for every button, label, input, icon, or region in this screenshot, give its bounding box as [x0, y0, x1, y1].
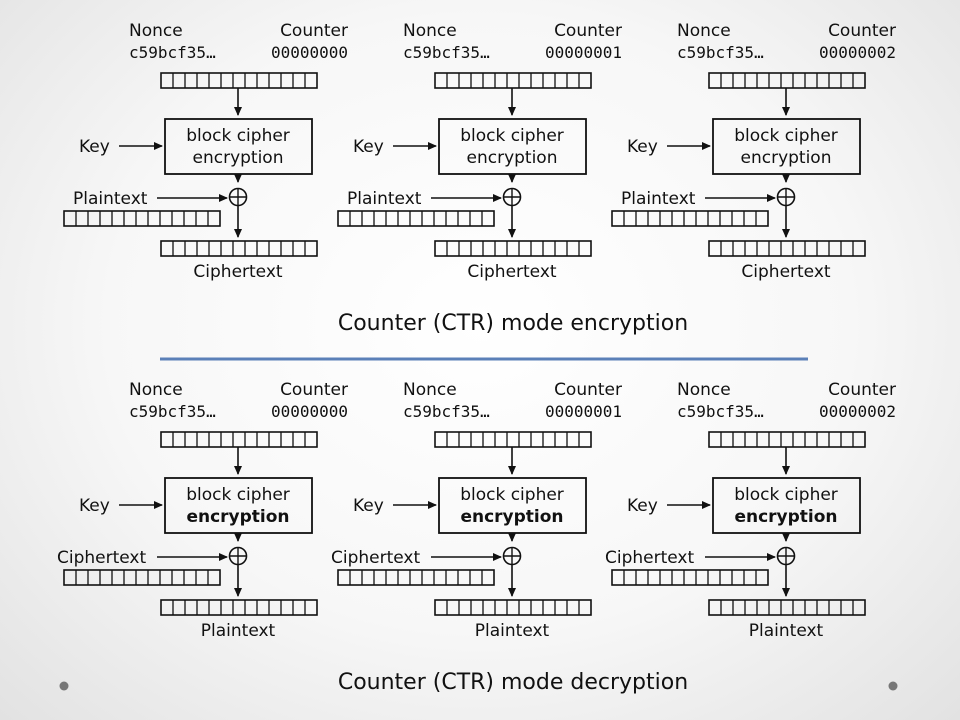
- key-label: Key: [627, 137, 658, 157]
- ciphertext-input-label: Ciphertext: [331, 548, 420, 568]
- counter-value: 00000002: [819, 402, 896, 421]
- nonce-counter-register: [160, 431, 318, 448]
- ctr-block: Nonce Counter c59bcf35… 00000000 block ciphe…: [57, 380, 348, 641]
- nonce-label: Nonce: [129, 380, 183, 400]
- cipher-label-line2: encryption: [460, 507, 563, 527]
- nonce-value: c59bcf35…: [677, 43, 764, 62]
- plaintext-output-label: Plaintext: [475, 621, 550, 641]
- key-label: Key: [353, 137, 384, 157]
- plaintext-output-label: Plaintext: [749, 621, 824, 641]
- nonce-value: c59bcf35…: [129, 402, 216, 421]
- ctr-block: Nonce Counter c59bcf35… 00000001 block ciphe…: [331, 380, 622, 641]
- counter-label: Counter: [280, 21, 348, 41]
- cipher-label-line1: block cipher: [186, 485, 290, 505]
- plaintext-input-label: Plaintext: [347, 189, 422, 209]
- nonce-value: c59bcf35…: [403, 402, 490, 421]
- output-register: [708, 240, 866, 257]
- input-register: [611, 210, 769, 227]
- cipher-label-line1: block cipher: [734, 126, 838, 146]
- input-register: [63, 569, 221, 586]
- nonce-label: Nonce: [403, 380, 457, 400]
- xor-icon: [776, 187, 796, 207]
- key-label: Key: [627, 496, 658, 516]
- counter-value: 00000000: [271, 43, 348, 62]
- cipher-label-line2: encryption: [741, 148, 832, 168]
- ctr-block: Nonce Counter c59bcf35… 00000002 block ciphe…: [605, 380, 896, 641]
- plaintext-input-label: Plaintext: [621, 189, 696, 209]
- cipher-label-line1: block cipher: [734, 485, 838, 505]
- section-caption: Counter (CTR) mode decryption: [338, 670, 688, 695]
- counter-value: 00000001: [545, 402, 622, 421]
- xor-icon: [502, 187, 522, 207]
- cipher-label-line2: encryption: [467, 148, 558, 168]
- counter-value: 00000000: [271, 402, 348, 421]
- ciphertext-output-label: Ciphertext: [193, 262, 282, 282]
- output-register: [160, 240, 318, 257]
- encryption-section: Nonce Counter c59bcf35… 00000000 block ciphe…: [63, 21, 896, 336]
- nonce-value: c59bcf35…: [129, 43, 216, 62]
- input-register: [611, 569, 769, 586]
- nonce-counter-register: [708, 431, 866, 448]
- ciphertext-input-label: Ciphertext: [605, 548, 694, 568]
- counter-label: Counter: [828, 21, 896, 41]
- nonce-counter-register: [708, 72, 866, 89]
- counter-label: Counter: [828, 380, 896, 400]
- key-label: Key: [79, 496, 110, 516]
- xor-icon: [228, 187, 248, 207]
- ctr-block: Nonce Counter c59bcf35… 00000002 block ciphe…: [611, 21, 896, 282]
- nonce-counter-register: [434, 72, 592, 89]
- key-label: Key: [79, 137, 110, 157]
- output-register: [160, 599, 318, 616]
- nonce-label: Nonce: [403, 21, 457, 41]
- ciphertext-output-label: Ciphertext: [741, 262, 830, 282]
- plaintext-input-label: Plaintext: [73, 189, 148, 209]
- plaintext-output-label: Plaintext: [201, 621, 276, 641]
- nonce-label: Nonce: [677, 21, 731, 41]
- slide-dot-right: [888, 681, 898, 691]
- cipher-label-line2: encryption: [734, 507, 837, 527]
- output-register: [708, 599, 866, 616]
- nonce-value: c59bcf35…: [403, 43, 490, 62]
- cipher-label-line2: encryption: [193, 148, 284, 168]
- section-caption: Counter (CTR) mode encryption: [338, 311, 688, 336]
- nonce-counter-register: [160, 72, 318, 89]
- nonce-value: c59bcf35…: [677, 402, 764, 421]
- ciphertext-output-label: Ciphertext: [467, 262, 556, 282]
- cipher-label-line1: block cipher: [186, 126, 290, 146]
- cipher-label-line2: encryption: [186, 507, 289, 527]
- output-register: [434, 599, 592, 616]
- ciphertext-input-label: Ciphertext: [57, 548, 146, 568]
- cipher-label-line1: block cipher: [460, 126, 564, 146]
- output-register: [434, 240, 592, 257]
- nonce-label: Nonce: [129, 21, 183, 41]
- nonce-label: Nonce: [677, 380, 731, 400]
- input-register: [63, 210, 221, 227]
- xor-icon: [228, 546, 248, 566]
- xor-icon: [776, 546, 796, 566]
- xor-icon: [502, 546, 522, 566]
- input-register: [337, 210, 495, 227]
- slide-dot-left: [59, 681, 69, 691]
- counter-label: Counter: [554, 21, 622, 41]
- counter-value: 00000001: [545, 43, 622, 62]
- nonce-counter-register: [434, 431, 592, 448]
- key-label: Key: [353, 496, 384, 516]
- counter-label: Counter: [554, 380, 622, 400]
- counter-label: Counter: [280, 380, 348, 400]
- counter-value: 00000002: [819, 43, 896, 62]
- cipher-label-line1: block cipher: [460, 485, 564, 505]
- ctr-block: Nonce Counter c59bcf35… 00000000 block ciphe…: [63, 21, 348, 282]
- ctr-block: Nonce Counter c59bcf35… 00000001 block ciphe…: [337, 21, 622, 282]
- input-register: [337, 569, 495, 586]
- decryption-section: Nonce Counter c59bcf35… 00000000 block ciphe…: [57, 380, 896, 695]
